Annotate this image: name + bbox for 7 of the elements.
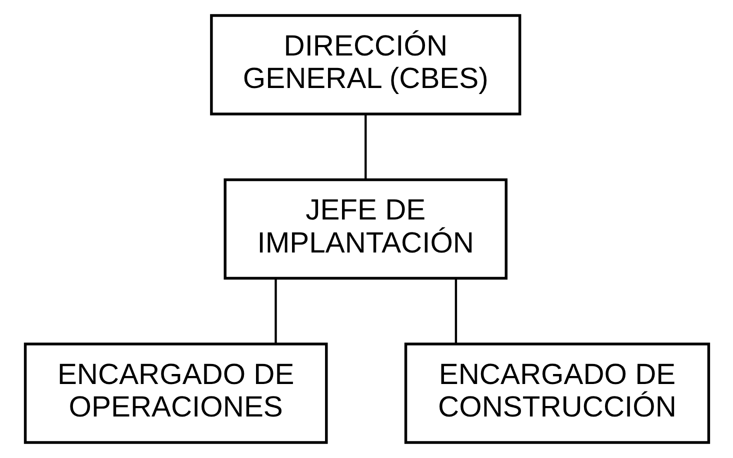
- connector: [364, 114, 366, 180]
- connector: [454, 278, 457, 344]
- node-box: DIRECCIÓN GENERAL (CBES): [210, 14, 521, 116]
- node-box: JEFE DE IMPLANTACIÓN: [223, 178, 508, 280]
- node-box: ENCARGADO DE CONSTRUCCIÓN: [404, 342, 710, 444]
- node-box: ENCARGADO DE OPERACIONES: [23, 342, 328, 444]
- connector: [274, 278, 276, 344]
